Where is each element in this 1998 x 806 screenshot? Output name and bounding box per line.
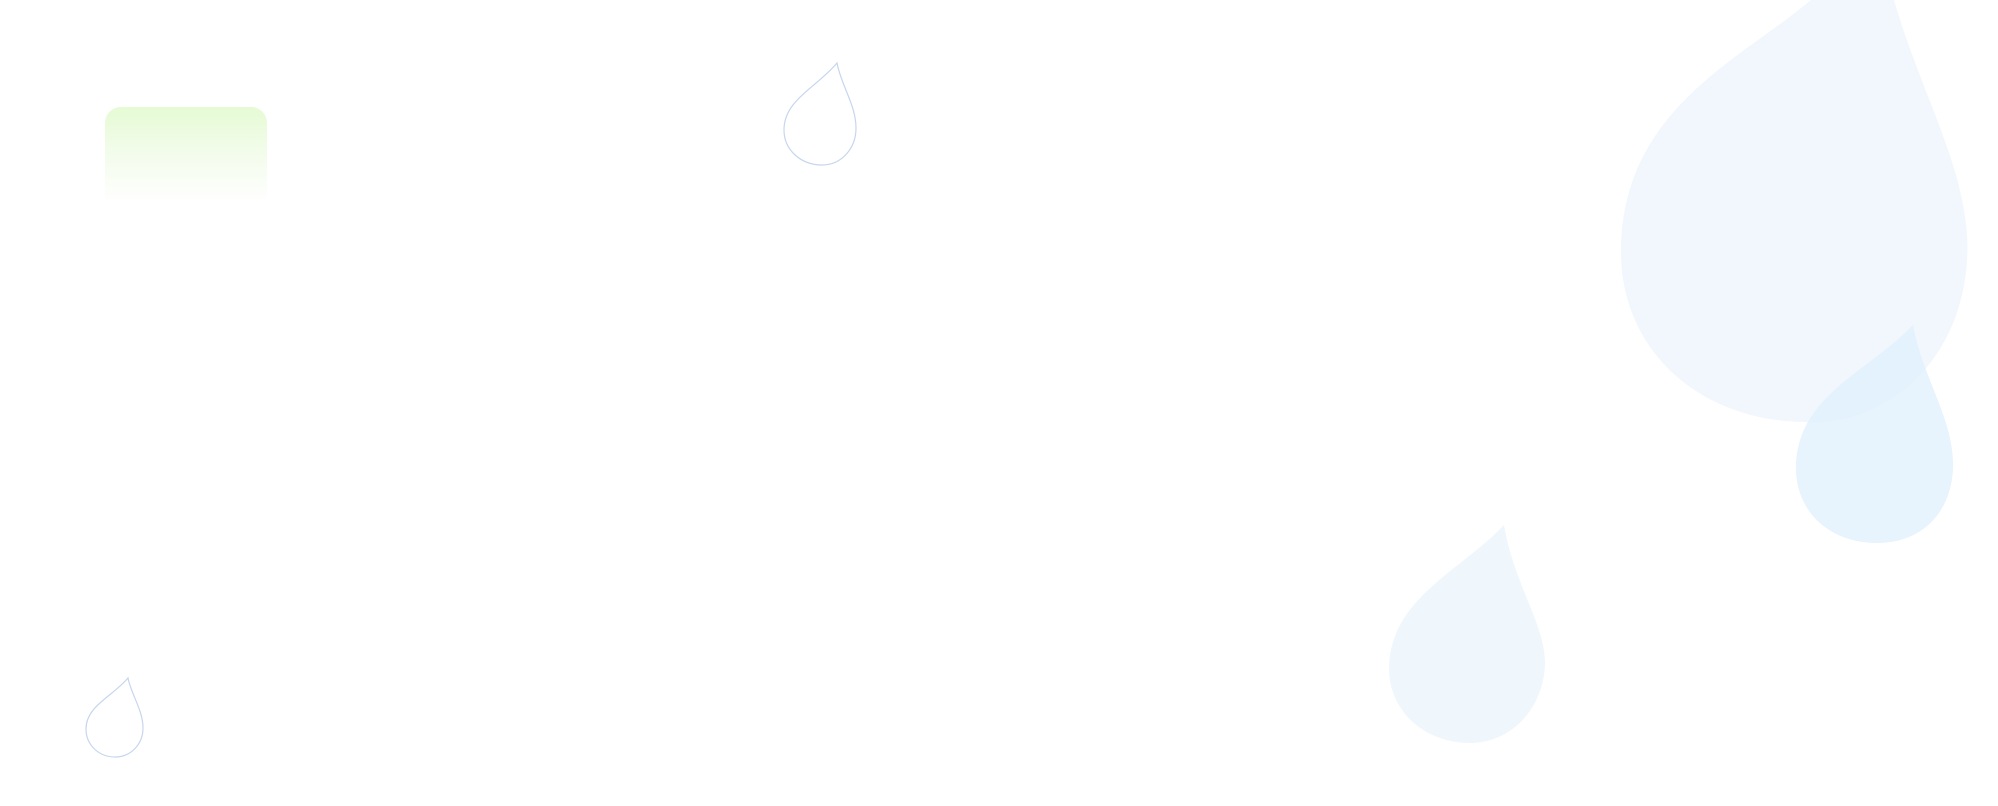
outlined-water-drop-icon[interactable] xyxy=(783,61,857,166)
outlined-water-drop-icon[interactable] xyxy=(85,676,144,758)
medium-water-drop-icon xyxy=(1795,325,1954,543)
lower-water-drop-icon xyxy=(1389,525,1546,743)
large-water-drop-icon xyxy=(1620,0,1968,423)
gradient-card-decoration xyxy=(105,107,267,203)
